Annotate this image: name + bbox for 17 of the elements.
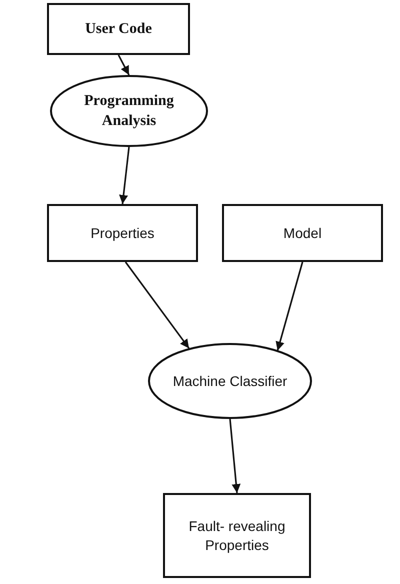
- arrow: [124, 262, 190, 349]
- node-label: Properties: [90, 224, 156, 242]
- process-box: [222, 204, 383, 262]
- node-label: Fault- revealing Properties: [188, 516, 286, 554]
- arrow: [276, 262, 304, 351]
- process-box: [47, 204, 198, 262]
- arrow: [118, 54, 130, 76]
- process-box: [47, 3, 190, 55]
- process-box: [163, 493, 311, 578]
- arrow: [229, 418, 241, 494]
- node-label: User Code: [84, 20, 153, 39]
- process-ellipse: [148, 343, 312, 419]
- arrow: [119, 146, 130, 204]
- node-label: Programming Analysis: [83, 92, 175, 131]
- node-label: Model: [282, 224, 323, 242]
- process-ellipse: [50, 75, 208, 147]
- node-label: Machine Classifier: [172, 372, 288, 390]
